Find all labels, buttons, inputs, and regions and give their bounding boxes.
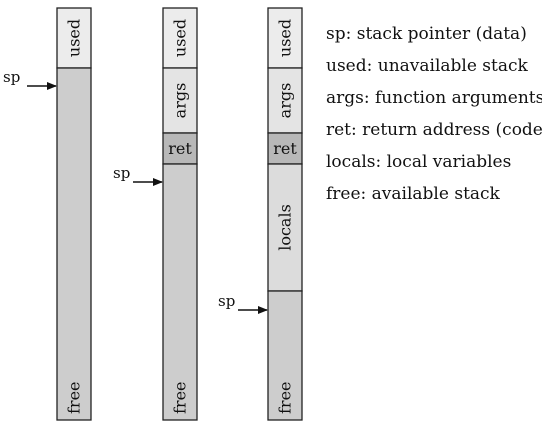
ret-label: ret: [168, 139, 192, 158]
legend-item-sp: sp: stack pointer (data): [326, 24, 527, 44]
ret-segment: [162, 132, 198, 165]
stack-column-3: used args ret locals free: [267, 7, 303, 421]
free-segment: [267, 290, 303, 421]
legend-item-used: used: unavailable stack: [326, 56, 528, 76]
args-label: args: [276, 83, 295, 119]
free-segment: [162, 163, 198, 421]
sp-label: sp: [218, 292, 235, 310]
locals-label: locals: [276, 204, 295, 251]
legend-item-free: free: available stack: [326, 184, 500, 204]
stack-pointer-2: sp: [113, 164, 163, 186]
used-label: used: [171, 19, 190, 57]
args-label: args: [171, 83, 190, 119]
stack-column-1: used free: [56, 7, 92, 421]
used-label: used: [276, 19, 295, 57]
sp-label: sp: [113, 164, 130, 182]
used-label: used: [65, 19, 84, 57]
legend-item-locals: locals: local variables: [326, 152, 512, 172]
free-label: free: [65, 381, 84, 414]
sp-label: sp: [3, 68, 20, 86]
legend-item-args: args: function arguments: [326, 88, 542, 108]
stack-pointer-3: sp: [218, 292, 268, 314]
args-segment: [267, 67, 303, 134]
used-segment: [162, 7, 198, 69]
free-label: free: [276, 381, 295, 414]
used-segment: [267, 7, 303, 69]
stack-column-2: used args ret free: [162, 7, 198, 421]
used-segment: [56, 7, 92, 69]
args-segment: [162, 67, 198, 134]
free-segment: [56, 67, 92, 421]
free-label: free: [171, 381, 190, 414]
locals-segment: [267, 163, 303, 292]
legend: sp: stack pointer (data) used: unavailab…: [326, 18, 542, 210]
ret-label: ret: [273, 139, 297, 158]
legend-item-ret: ret: return address (code): [326, 120, 542, 140]
stack-pointer-1: sp: [3, 68, 57, 90]
